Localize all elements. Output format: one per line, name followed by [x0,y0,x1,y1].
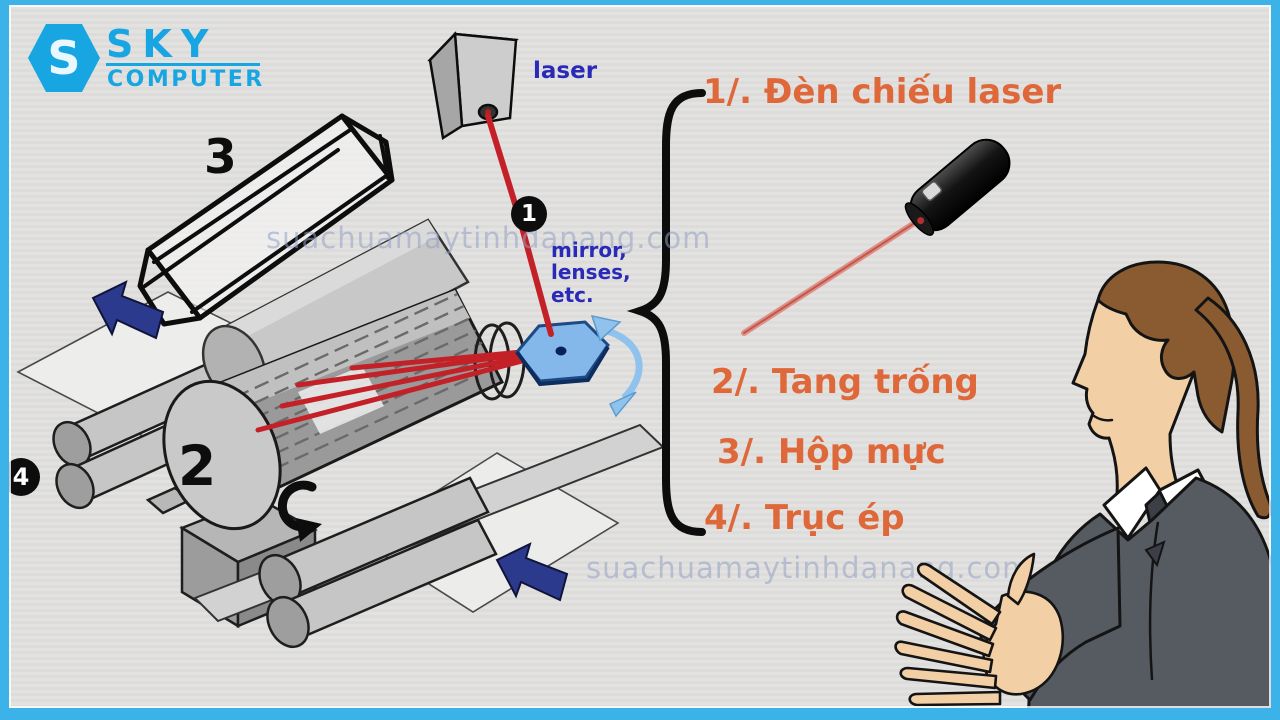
part-number-3: 3 [204,130,237,185]
rotating-mirror-hexagon [515,320,610,387]
drum-end-face [162,379,282,531]
legend-item-laser: 1/. Đèn chiếu laser [703,72,1062,112]
drum [162,288,505,531]
logo-title: SKY [106,22,218,66]
press-rollers-bottom [258,476,498,649]
legend-item-fuser: 4/. Trục ép [704,498,905,538]
presenter-lapel-line [1148,521,1160,681]
paper-arrow-bottom [495,542,569,602]
mirror-label-line3: etc. [551,282,594,307]
step-badge-1: 1 [511,196,547,232]
laser-pointer-button [921,181,943,202]
mirror-label-line1: mirror, [551,238,627,262]
thumb [1006,552,1036,606]
mirror-lenses-label: mirror, lenses, etc. [551,238,631,307]
watermark-top: suachuamaytinhdanang.com [266,221,712,255]
paper-arrow-left [91,280,165,340]
laser-pointer [741,138,1011,336]
mirror-axis-dot [555,346,567,356]
part-number-2: 2 [178,434,217,498]
rotation-arrow [277,480,322,542]
drum-highlight [298,366,384,434]
legend-item-toner: 3/. Hộp mực [717,432,946,472]
presenter-mouth [1092,414,1114,422]
mirror-label-line2: lenses, [551,260,631,285]
watermark-bottom: suachuamaytinhdanang.com [586,551,1032,585]
presenter-hands [894,552,1064,707]
curly-brace [626,89,706,536]
toner-cartridge-wireframe [137,113,395,327]
laser-label: laser [533,58,598,84]
mirror-rotation-arrows [590,314,643,418]
presenter-lapel-notch [1144,540,1166,568]
cartridge-roller [201,218,470,404]
legend-item-drum: 2/. Tang trống [711,362,979,402]
sky-computer-logo-icon: S [28,24,100,92]
logo-letter: S [47,31,80,85]
logo-divider [106,63,260,66]
scan-beams [255,349,529,433]
logo-subtitle: COMPUTER [107,67,265,92]
step-badge-4: 4 [2,458,40,496]
laser-source-box [427,31,519,141]
